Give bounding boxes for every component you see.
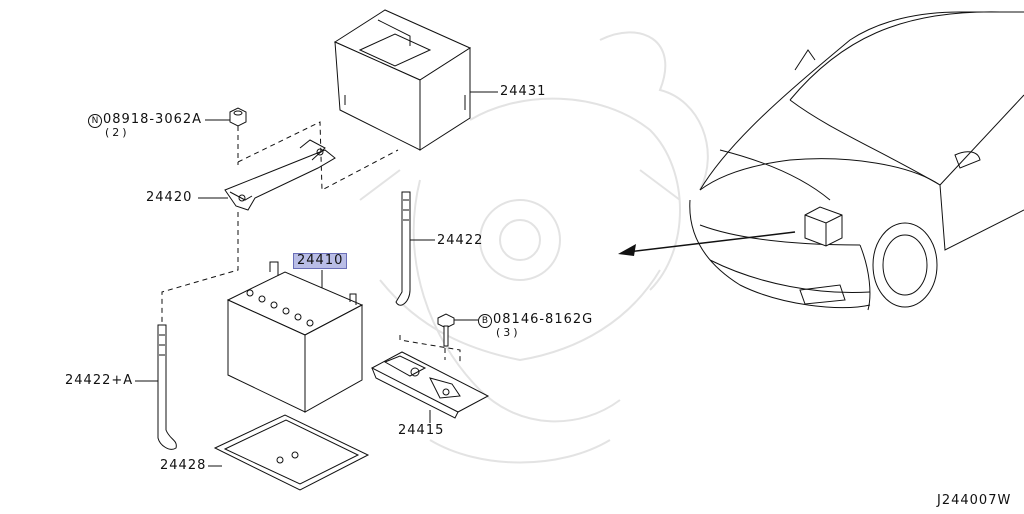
bolt[interactable]	[437, 313, 478, 347]
part-label-24422[interactable]: 24422	[437, 233, 484, 248]
battery-bracket-24420[interactable]	[198, 139, 336, 211]
bolt-marker: B	[478, 314, 492, 328]
bolt-code: 08146-8162G	[493, 312, 594, 327]
battery-24410[interactable]	[226, 261, 364, 413]
vehicle-outline	[689, 11, 1024, 311]
part-label-24428[interactable]: 24428	[160, 458, 207, 473]
battery-tray-24428[interactable]	[208, 414, 370, 491]
part-label-24410[interactable]: 24410	[293, 253, 348, 269]
hold-down-rod-24422[interactable]	[395, 191, 435, 306]
nut-quantity: (2)	[105, 126, 130, 139]
location-arrow	[618, 231, 796, 256]
figure-code: J244007W	[937, 493, 1012, 508]
nut-marker: N	[88, 114, 102, 128]
part-label-24420[interactable]: 24420	[146, 190, 193, 205]
part-label-24431[interactable]: 24431	[500, 84, 547, 99]
part-label-24415[interactable]: 24415	[398, 423, 445, 438]
battery-support-24415[interactable]	[370, 351, 490, 423]
nut[interactable]	[205, 107, 247, 127]
watermark-emblem	[359, 31, 709, 464]
part-label-24422a[interactable]: 24422+A	[65, 373, 134, 388]
nut-code: 08918-3062A	[103, 112, 203, 127]
hold-down-rod-24422a[interactable]	[135, 324, 177, 450]
battery-cover-24431[interactable]	[333, 9, 498, 151]
bolt-quantity: (3)	[496, 326, 521, 339]
